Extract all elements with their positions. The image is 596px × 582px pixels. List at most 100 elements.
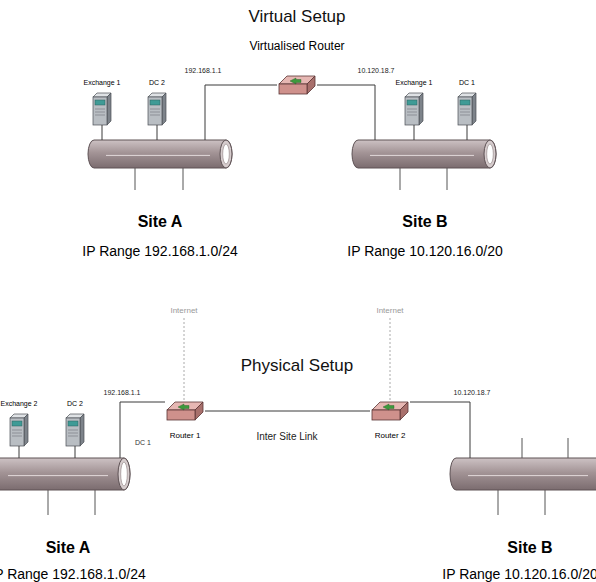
link-label: 10.120.18.7 (454, 389, 491, 397)
network-pipe-body (352, 140, 496, 168)
server-panel (407, 100, 417, 105)
server-slot (95, 109, 105, 110)
server-panel (460, 100, 470, 105)
server-slot (68, 433, 78, 434)
link-label: 10.120.18.7 (358, 67, 395, 75)
server-slot (460, 112, 470, 113)
server-outline (405, 93, 423, 125)
router-outline (277, 73, 317, 97)
server-slot (150, 115, 160, 116)
server-side (162, 93, 166, 125)
router-side (307, 76, 315, 94)
server-slot (407, 115, 417, 116)
server-icon: Exchange 1 (405, 93, 423, 125)
internet-link (390, 318, 391, 400)
device-label: DC 2 (67, 400, 83, 408)
network-pipe-body (88, 140, 232, 168)
server-slot (407, 109, 417, 110)
router-outline (370, 399, 410, 423)
server-slot (12, 430, 22, 431)
device-label: Virtualised Router (249, 40, 344, 53)
section-title: Virtual Setup (248, 8, 345, 27)
network-segment: Site BIP Range 10.120.16.0/20 (352, 140, 496, 168)
network-link (317, 85, 375, 140)
server-icon: DC 2 (148, 93, 166, 125)
server-slot (12, 433, 22, 434)
network-link (410, 402, 470, 458)
link-label: Inter Site Link (256, 431, 317, 442)
server-side (107, 93, 111, 125)
server-side (24, 414, 28, 446)
device-label: Exchange 2 (1, 400, 38, 408)
server-icon: DC 2 (66, 414, 84, 446)
network-link (120, 402, 165, 458)
server-side (472, 93, 476, 125)
server-slot (150, 112, 160, 113)
network-pipe-opening (121, 462, 128, 486)
network-pipe-end (118, 458, 130, 490)
network-pipe-body (450, 458, 596, 490)
server-slot (68, 436, 78, 437)
server-front (66, 418, 80, 446)
router-icon: Router 2 (370, 399, 410, 423)
network-pipe-line (106, 155, 210, 156)
network-link (205, 411, 370, 412)
network-pipe-opening (487, 144, 494, 164)
ip-range: IP Range 10.120.16.0/20 (347, 244, 502, 259)
server-front (10, 418, 24, 446)
server-front (148, 97, 162, 125)
server-slot (12, 436, 22, 437)
network-pipe-opening (223, 144, 230, 164)
server-icon: Exchange 1 (93, 93, 111, 125)
router-arrow (290, 78, 301, 84)
router-front (279, 84, 307, 94)
site-name: Site A (46, 539, 91, 557)
server-slot (407, 112, 417, 113)
ip-range: IP Range 10.120.16.0/20 (442, 567, 596, 582)
pipe-outline (352, 140, 496, 168)
internet-link (184, 318, 185, 400)
router-front (167, 410, 195, 420)
server-side (419, 93, 423, 125)
device-label: Exchange 1 (84, 79, 121, 87)
network-link (19, 446, 20, 458)
network-segment: Site BIP Range 10.120.16.0/20 (450, 458, 596, 490)
network-link (205, 85, 277, 140)
link-label: 192.168.1.1 (185, 67, 222, 75)
network-pipe-line (370, 155, 474, 156)
server-slot (68, 430, 78, 431)
site-name: Site A (138, 213, 183, 231)
server-slot (460, 109, 470, 110)
server-front (93, 97, 107, 125)
server-slot (460, 115, 470, 116)
network-link (75, 446, 76, 458)
network-link (102, 125, 103, 140)
network-link (157, 125, 158, 140)
router-outline (165, 399, 205, 423)
server-slot (95, 115, 105, 116)
network-segment: Site AIP Range 192.168.1.0/24 (0, 458, 130, 490)
device-label: Exchange 1 (396, 79, 433, 87)
server-slot (150, 109, 160, 110)
router-arrow (383, 404, 394, 410)
router-icon: Virtualised Router (277, 73, 317, 97)
router-side (400, 402, 408, 420)
server-panel (95, 100, 105, 105)
pipe-outline (450, 458, 596, 490)
link-label: 192.168.1.1 (104, 389, 141, 397)
router-arrow (178, 404, 189, 410)
network-pipe-end (484, 140, 496, 168)
server-outline (66, 414, 84, 446)
server-front (458, 97, 472, 125)
server-front (405, 97, 419, 125)
server-icon: DC 1 (458, 93, 476, 125)
site-name: Site B (402, 213, 447, 231)
network-pipe-line (8, 475, 108, 476)
router-icon: Router 1 (165, 399, 205, 423)
server-icon: Exchange 2 (10, 414, 28, 446)
server-outline (93, 93, 111, 125)
server-side (80, 414, 84, 446)
router-front (372, 410, 400, 420)
device-label: DC 2 (149, 79, 165, 87)
